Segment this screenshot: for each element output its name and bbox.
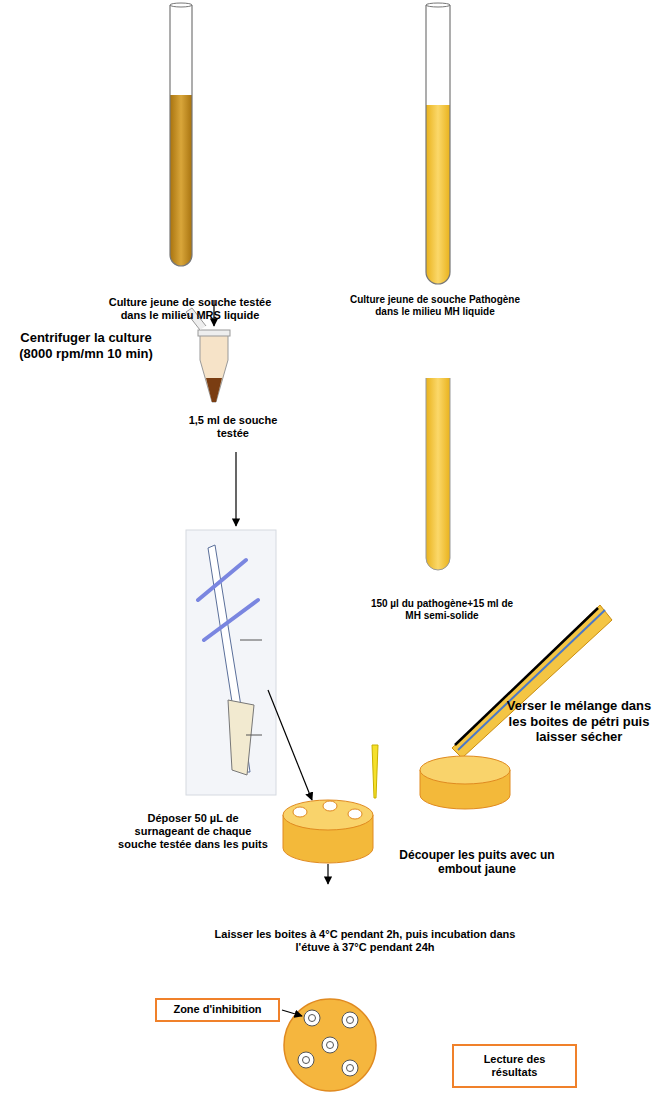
step-label: Verser le mélange dans les boites de pét… xyxy=(505,698,653,745)
petri-dish xyxy=(283,800,373,863)
step-label: Culture jeune de souche testée dans le m… xyxy=(95,296,285,322)
pipette-picture xyxy=(186,530,276,795)
callout-box: Zone d'inhibition xyxy=(155,998,280,1022)
result-plate xyxy=(284,999,376,1091)
step-label: Laisser les boites à 4°C pendant 2h, pui… xyxy=(200,928,530,954)
arrow xyxy=(235,452,236,526)
test-tube xyxy=(426,378,450,570)
box-text: Lecture des résultats xyxy=(461,1053,569,1079)
box-text: Zone d'inhibition xyxy=(173,1003,261,1016)
step-label: Découper les puits avec un embout jaune xyxy=(382,848,572,877)
step-label: Culture jeune de souche Pathogène dans l… xyxy=(340,294,530,318)
yellow-tip xyxy=(372,745,378,798)
step-label: 150 µl du pathogène+15 ml de MH semi-sol… xyxy=(362,598,522,622)
leader-line xyxy=(282,1010,302,1016)
step-label: Déposer 50 µL de surnageant de chaque so… xyxy=(118,812,268,852)
arrow xyxy=(268,690,312,800)
test-tube xyxy=(426,3,450,284)
arrow xyxy=(327,864,328,884)
test-tube xyxy=(170,3,192,266)
step-label: 1,5 ml de souche testée xyxy=(178,414,288,440)
result-box: Lecture des résultats xyxy=(452,1044,577,1088)
step-label: Centrifuger la culture (8000 rpm/mn 10 m… xyxy=(6,330,166,361)
petri-dish xyxy=(420,756,510,809)
